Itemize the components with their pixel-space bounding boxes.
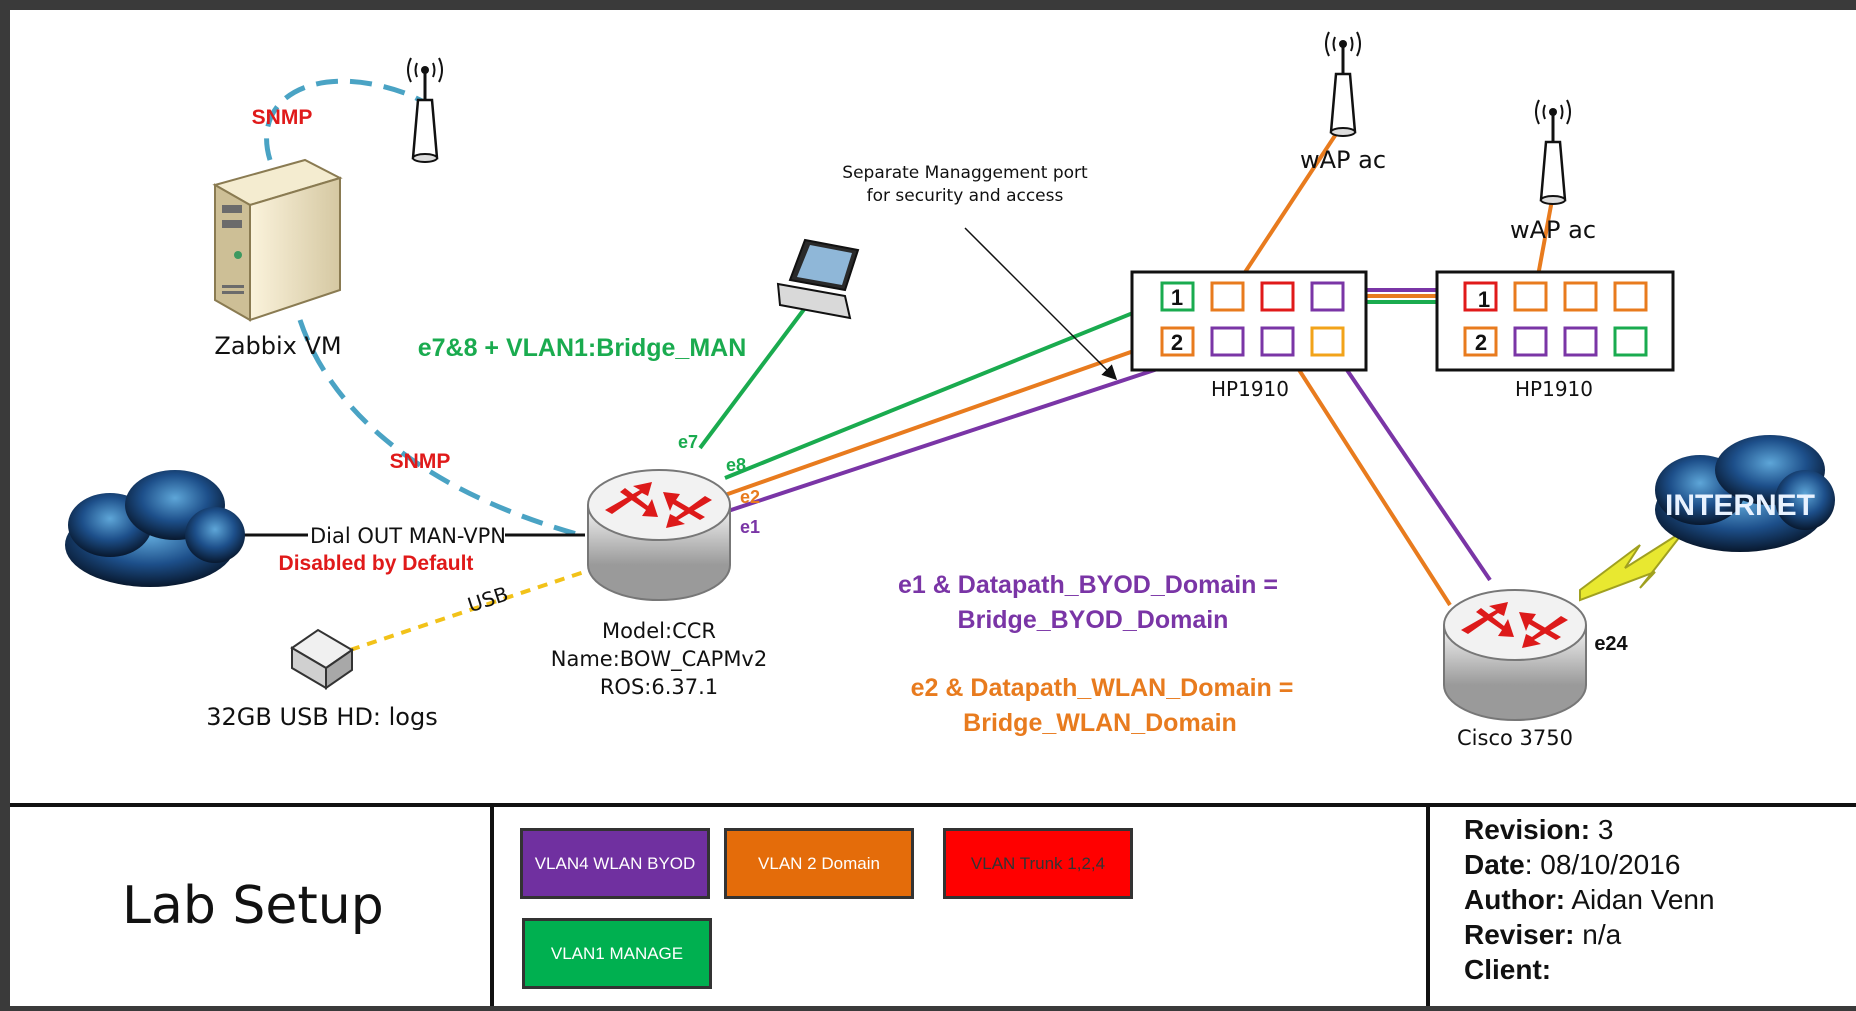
laptop-icon <box>776 238 860 320</box>
switch-2 <box>1435 270 1675 372</box>
mgmt-note-line1: Separate Managgement port <box>842 163 1088 183</box>
reviser-label: Reviser: <box>1464 919 1575 950</box>
usb-drive-icon <box>290 628 354 690</box>
cisco-router-icon <box>1443 589 1587 721</box>
switch2-label: HP1910 <box>1515 377 1593 401</box>
zabbix-label: Zabbix VM <box>214 332 341 360</box>
revision-value: 3 <box>1597 814 1614 845</box>
server-icon <box>212 158 343 322</box>
sw2-port-8 <box>1613 326 1648 357</box>
link-sw-cisco-orange <box>1283 346 1452 607</box>
title-block: Lab Setup <box>10 805 490 1006</box>
sw1-port-6 <box>1260 326 1295 357</box>
mgmt-note-line2: for security and access <box>867 186 1064 206</box>
revision-label: Revision: <box>1464 814 1591 845</box>
port-e24-label: e24 <box>1594 633 1628 655</box>
client-row: Client: <box>1464 952 1856 987</box>
sw2-port-2-label: 2 <box>1475 330 1487 355</box>
wap2-label: wAP ac <box>1510 216 1596 244</box>
sw2-port-2 <box>1463 326 1498 357</box>
router-icon <box>587 469 731 601</box>
switch-1 <box>1130 270 1368 372</box>
sw1-port-2 <box>1160 326 1195 357</box>
author-row: Author: Aidan Venn <box>1464 882 1856 917</box>
disabled-label: Disabled by Default <box>279 552 474 575</box>
usb-hd-label: 32GB USB HD: logs <box>206 703 437 731</box>
sw1-port-4 <box>1210 326 1245 357</box>
wap1-label: wAP ac <box>1300 146 1386 174</box>
reviser-value: n/a <box>1582 919 1622 950</box>
wlan-label-line2: Bridge_WLAN_Domain <box>963 709 1237 737</box>
byod-label-line2: Bridge_BYOD_Domain <box>958 606 1229 634</box>
port-e2-label: e2 <box>740 487 760 507</box>
usb-link <box>349 568 591 652</box>
author-value: Aidan Venn <box>1571 884 1715 915</box>
snmp-link-top <box>264 78 432 161</box>
antenna-icon <box>407 57 443 163</box>
date-label: Date <box>1464 849 1525 880</box>
sw2-port-7 <box>1613 281 1648 312</box>
legend-byod: VLAN4 WLAN BYOD <box>520 828 710 899</box>
link-e7-laptop <box>698 306 807 450</box>
sw2-port-5 <box>1563 281 1598 312</box>
sw1-port-7 <box>1310 281 1345 312</box>
date-value: : 08/10/2016 <box>1524 849 1681 880</box>
switch1-label: HP1910 <box>1211 377 1289 401</box>
router-model: Model:CCR <box>602 619 716 643</box>
sw1-port-3 <box>1210 281 1245 312</box>
link-wap1 <box>1230 123 1344 294</box>
wap-antenna-icon-1 <box>1325 31 1361 137</box>
sw1-port-2-label: 2 <box>1171 330 1183 355</box>
sw2-port-3 <box>1513 281 1548 312</box>
cisco-label: Cisco 3750 <box>1457 726 1573 750</box>
internet-label: INTERNET <box>1665 489 1815 522</box>
port-e1-label: e1 <box>740 517 760 537</box>
vlan1-bridge-label: e7&8 + VLAN1:Bridge_MAN <box>418 334 747 362</box>
revision-row: Revision: 3 <box>1464 812 1856 847</box>
mgmt-note-arrow <box>964 227 1118 381</box>
link-e2 <box>724 338 1166 497</box>
sw1-port-8 <box>1310 326 1345 357</box>
sw1-port-1 <box>1160 281 1195 312</box>
port-e8-label: e8 <box>726 455 746 475</box>
sw1-port-5 <box>1260 281 1295 312</box>
internet-cloud-icon <box>1655 435 1835 552</box>
sw2-port-6 <box>1563 326 1598 357</box>
byod-label-line1: e1 & Datapath_BYOD_Domain = <box>898 571 1278 599</box>
sw2-port-1-label: 1 <box>1478 287 1490 312</box>
revision-info: Revision: 3 Date: 08/10/2016 Author: Aid… <box>1464 812 1856 1006</box>
router-name: Name:BOW_CAPMv2 <box>551 647 767 672</box>
snmp-link-mid <box>297 319 581 538</box>
cloud-icon <box>65 470 245 587</box>
wlan-label-line1: e2 & Datapath_WLAN_Domain = <box>911 674 1294 702</box>
snmp-label-top: SNMP <box>252 106 313 129</box>
legend-manage: VLAN1 MANAGE <box>522 918 712 989</box>
sw2-port-4 <box>1513 326 1548 357</box>
date-row: Date: 08/10/2016 <box>1464 847 1856 882</box>
page-title: Lab Setup <box>122 875 384 936</box>
link-sw-cisco-purple <box>1330 346 1492 582</box>
reviser-row: Reviser: n/a <box>1464 917 1856 952</box>
link-e8 <box>724 298 1166 480</box>
router-ros: ROS:6.37.1 <box>600 675 718 699</box>
wap-antenna-icon-2 <box>1535 99 1571 205</box>
snmp-label-mid: SNMP <box>390 450 451 473</box>
internet-lightning-icon <box>1579 529 1686 602</box>
sw1-port-1-label: 1 <box>1171 285 1183 310</box>
sw2-port-1 <box>1463 281 1498 312</box>
dialout-label: Dial OUT MAN-VPN <box>310 524 506 548</box>
port-e7-label: e7 <box>678 432 698 452</box>
legend-trunk: VLAN Trunk 1,2,4 <box>943 828 1133 899</box>
legend-domain: VLAN 2 Domain <box>724 828 914 899</box>
client-label: Client: <box>1464 954 1552 985</box>
link-e1 <box>724 343 1231 514</box>
author-label: Author: <box>1464 884 1566 915</box>
